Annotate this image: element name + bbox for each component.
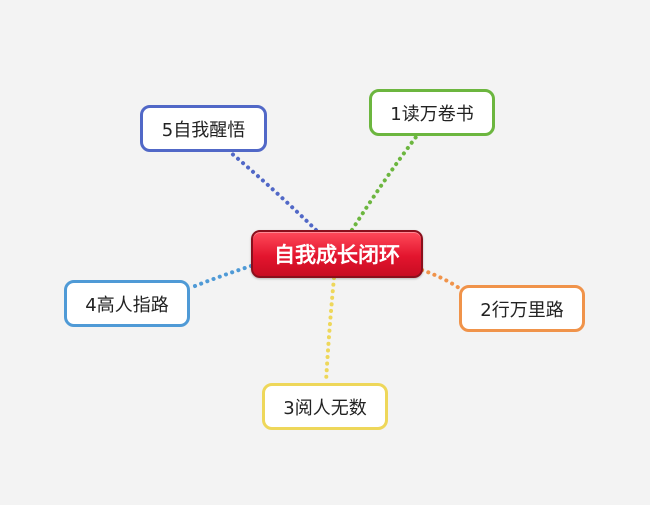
connector-2 — [420, 268, 464, 292]
branch-node-3[interactable]: 3阅人无数 — [262, 383, 388, 430]
branch-node-1[interactable]: 1读万卷书 — [369, 89, 495, 136]
branch-node-2[interactable]: 2行万里路 — [459, 285, 585, 332]
connector-5 — [228, 150, 318, 232]
connector-4 — [188, 264, 253, 290]
branch-node-4[interactable]: 4高人指路 — [64, 280, 190, 327]
connector-3 — [324, 276, 336, 384]
connector-1 — [350, 135, 418, 232]
central-topic[interactable]: 自我成长闭环 — [251, 230, 423, 278]
branch-node-5[interactable]: 5自我醒悟 — [140, 105, 267, 152]
